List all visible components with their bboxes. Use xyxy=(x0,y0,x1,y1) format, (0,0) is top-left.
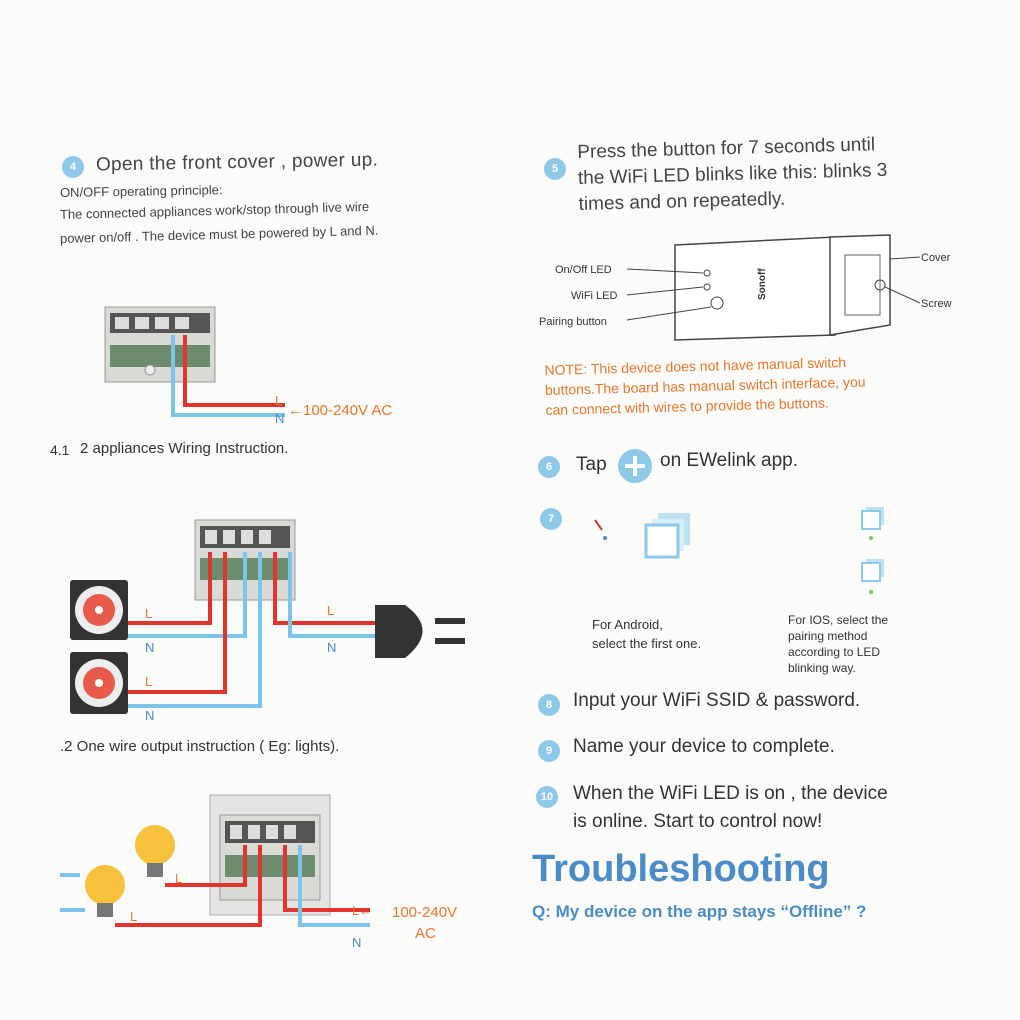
on-off-led-label: On/Off LED xyxy=(555,264,612,276)
device-body xyxy=(674,236,836,341)
ios-line-3: according to LED xyxy=(788,645,881,659)
L-label-mains: L← xyxy=(352,903,372,918)
ios-line-1: For IOS, select the xyxy=(788,613,889,627)
section-4-1-number: 4.1 xyxy=(50,442,70,458)
N-label-mains: N xyxy=(352,935,361,950)
step-10-line-2: is online. Start to control now! xyxy=(573,811,823,832)
plus-icon xyxy=(618,449,652,483)
step-9-text: Name your device to complete. xyxy=(573,736,835,757)
wifi-led-label: WiFi LED xyxy=(571,290,618,302)
two-appliance-diagram: L N L N L N xyxy=(70,519,465,723)
fan-icon xyxy=(70,652,128,714)
plug-icon xyxy=(375,605,465,658)
neutral-wire xyxy=(171,335,285,417)
pairing-button-label: Pairing button xyxy=(539,316,607,328)
N-label-fan2: N xyxy=(145,708,154,723)
L-label-plug: L xyxy=(327,603,334,618)
light-bulb-icon xyxy=(135,825,175,877)
voltage-label-1: 100-240V xyxy=(392,904,457,921)
step-8-text: Input your WiFi SSID & password. xyxy=(573,690,861,711)
L-label-fan1: L xyxy=(145,606,152,621)
device-diagram: Sonoff On/Off LED WiFi LED Pairing butto… xyxy=(539,234,952,341)
pointer-icon xyxy=(594,519,603,531)
screw-icon xyxy=(874,279,886,291)
troubleshooting-title: Troubleshooting xyxy=(532,848,830,890)
light-bulb-icon xyxy=(85,865,125,917)
power-wiring-diagram: L N ←100-240V AC xyxy=(104,306,392,426)
troubleshooting-question: Q: My device on the app stays “Offline” … xyxy=(532,902,867,921)
step-10-badge: 10 xyxy=(536,786,558,808)
step-7-badge: 7 xyxy=(540,508,562,530)
android-line-2: select the first one. xyxy=(592,636,702,651)
ios-line-2: pairing method xyxy=(788,629,868,643)
N-label-plug: N xyxy=(327,640,336,655)
note-block: NOTE: This device does not have manual s… xyxy=(544,352,866,420)
L-label-fan2: L xyxy=(145,674,152,689)
screw-label: Screw xyxy=(921,298,952,310)
L-label-bulb1: L xyxy=(175,871,182,886)
N-label: N xyxy=(275,411,284,426)
device-cover xyxy=(829,234,891,336)
L-label-bulb2: L xyxy=(130,909,137,924)
step-8-badge: 8 xyxy=(538,694,560,716)
light-wiring-diagram: L L L← N 100-240V AC xyxy=(60,794,457,950)
ios-pairing-icon-2 xyxy=(861,559,884,594)
section-4-1-title: 2 appliances Wiring Instruction. xyxy=(80,440,289,457)
step-6-tap: Tap xyxy=(576,454,607,475)
android-instruction: For Android, select the first one. xyxy=(592,615,701,653)
step-5-text: Press the button for 7 seconds until the… xyxy=(577,132,888,218)
step-4-badge: 4 xyxy=(62,156,84,178)
section-4-2-title: .2 One wire output instruction ( Eg: lig… xyxy=(60,738,340,755)
step-6-text: on EWelink app. xyxy=(660,450,799,471)
step-5-badge: 5 xyxy=(544,158,566,180)
cover-label: Cover xyxy=(921,252,951,264)
N-label-fan1: N xyxy=(145,640,154,655)
ios-pairing-icon-1 xyxy=(861,507,884,540)
android-line-1: For Android, xyxy=(592,617,663,632)
voltage-label-2: AC xyxy=(415,925,436,942)
ios-line-4: blinking way. xyxy=(788,661,856,675)
step-10-text: When the WiFi LED is on , the device is … xyxy=(573,780,888,836)
step-10-line-1: When the WiFi LED is on , the device xyxy=(573,783,888,804)
live-wire xyxy=(183,335,285,407)
step-4-title: Open the front cover , power up. xyxy=(95,149,379,176)
pairing-button-icon xyxy=(710,296,724,310)
voltage-label: ←100-240V AC xyxy=(288,402,392,419)
step-9-badge: 9 xyxy=(538,740,560,762)
brand-label: Sonoff xyxy=(757,268,768,300)
ios-instruction: For IOS, select the pairing method accor… xyxy=(788,612,888,676)
fan-icon xyxy=(70,580,128,640)
android-pairing-icon xyxy=(644,513,690,559)
pairing-method-icons xyxy=(594,507,884,594)
step-6-badge: 6 xyxy=(538,456,560,478)
L-label: L xyxy=(275,393,282,408)
